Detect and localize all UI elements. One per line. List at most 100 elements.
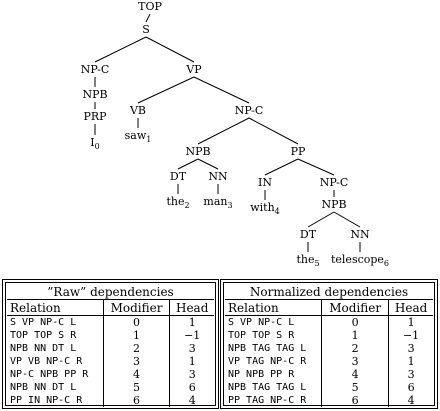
tree-edge	[145, 13, 151, 23]
raw-table-caption: ”Raw” dependencies	[7, 284, 214, 300]
raw-header-modifier: Modifier	[102, 299, 171, 316]
normalized-modifier-cell: 0	[321, 315, 390, 329]
normalized-row: NP NPB PP R 4 3	[225, 368, 433, 381]
normalized-head-cell: 1	[407, 355, 415, 368]
normalized-row: PP TAG NP-C R 6 4	[225, 394, 433, 407]
normalized-dependencies-table: Normalized dependencies Relation Modifie…	[220, 279, 438, 409]
tree-node-npb3: NPB	[321, 198, 346, 211]
raw-row: VP VB NP-C R 3 1	[7, 355, 214, 368]
raw-header-head: Head	[169, 299, 214, 316]
raw-relation-cell: TOP TOP S R	[10, 330, 77, 341]
tree-node-vp: VP	[185, 63, 202, 76]
normalized-relation-cell: S VP NP-C L	[228, 317, 295, 328]
tree-edge	[297, 158, 335, 176]
raw-head-cell: −1	[184, 329, 201, 342]
tree-edge	[197, 158, 219, 170]
raw-head-cell: 6	[188, 381, 196, 394]
normalized-relation-cell: TOP TOP S R	[228, 330, 295, 341]
raw-head-cell: 1	[188, 355, 196, 368]
normalized-relation-cell: NPB TAG TAG L	[228, 343, 307, 354]
normalized-head-cell: 3	[407, 368, 415, 381]
raw-modifier-cell: 0	[102, 315, 171, 329]
tree-node-tele: telescope6	[331, 253, 389, 268]
normalized-relation-cell: NP NPB PP R	[228, 369, 295, 380]
tree-edge	[177, 158, 199, 170]
normalized-row: TOP TOP S R 1 −1	[225, 329, 433, 342]
raw-row: NPB NN DT L 2 3	[7, 342, 214, 355]
tree-node-dt1: DT	[170, 170, 187, 183]
tree-edge	[197, 117, 250, 145]
normalized-modifier-cell: 2	[321, 342, 390, 355]
normalized-relation-cell: NPB TAG TAG L	[228, 382, 307, 393]
tree-node-s: S	[142, 23, 150, 36]
raw-modifier-cell: 3	[102, 355, 171, 368]
raw-modifier-cell: 6	[102, 394, 171, 407]
tree-edge	[145, 36, 195, 63]
raw-modifier-cell: 4	[102, 368, 171, 381]
raw-relation-cell: VP VB NP-C R	[10, 356, 83, 367]
tree-edge	[137, 76, 195, 104]
tree-edge	[193, 76, 250, 104]
normalized-relation-cell: VP TAG NP-C R	[228, 356, 307, 367]
normalized-head-cell: 3	[407, 342, 415, 355]
raw-head-cell: 3	[188, 342, 196, 355]
raw-row: NPB NN DT L 5 6	[7, 381, 214, 394]
raw-relation-cell: NPB NN DT L	[10, 382, 77, 393]
tree-node-vb: VB	[129, 104, 146, 117]
normalized-head-cell: 1	[407, 316, 415, 329]
tree-node-the5: the5	[296, 253, 319, 268]
tree-edge	[307, 211, 335, 228]
tree-node-the2: the2	[166, 195, 189, 210]
normalized-modifier-cell: 3	[321, 355, 390, 368]
normalized-header-modifier: Modifier	[321, 299, 390, 316]
raw-head-cell: 4	[188, 394, 196, 407]
tree-node-dt2: DT	[300, 228, 317, 241]
normalized-row: NPB TAG TAG L 2 3	[225, 342, 433, 355]
tree-node-pp: PP	[291, 145, 306, 158]
tree-node-npc1: NP-C	[81, 63, 110, 76]
tree-node-prp: PRP	[83, 110, 107, 123]
raw-relation-cell: NPB NN DT L	[10, 343, 77, 354]
normalized-relation-cell: PP TAG NP-C R	[228, 395, 307, 406]
normalized-modifier-cell: 6	[321, 394, 390, 407]
tree-node-npb1: NPB	[82, 88, 107, 101]
normalized-header-relation: Relation	[225, 299, 322, 316]
raw-relation-cell: PP IN NP-C R	[10, 395, 83, 406]
tree-edge	[248, 117, 299, 145]
raw-head-cell: 1	[188, 316, 196, 329]
normalized-header-head: Head	[388, 299, 433, 316]
tree-node-nn2: NN	[350, 228, 370, 241]
tree-node-top: TOP	[138, 0, 162, 13]
tree-node-saw: saw1	[125, 129, 152, 144]
raw-modifier-cell: 5	[102, 381, 171, 394]
tree-node-i: I0	[90, 136, 99, 151]
tree-node-in: IN	[258, 176, 272, 189]
normalized-row: VP TAG NP-C R 3 1	[225, 355, 433, 368]
raw-head-cell: 3	[188, 368, 196, 381]
raw-row: TOP TOP S R 1 −1	[7, 329, 214, 342]
normalized-modifier-cell: 1	[321, 329, 390, 342]
normalized-head-cell: 4	[407, 394, 415, 407]
raw-modifier-cell: 2	[102, 342, 171, 355]
tree-node-with: with4	[250, 201, 280, 216]
raw-relation-cell: NP-C NPB PP R	[10, 369, 89, 380]
tree-edge	[264, 158, 299, 176]
tree-node-npc2: NP-C	[235, 104, 264, 117]
raw-row: NP-C NPB PP R 4 3	[7, 368, 214, 381]
raw-row: PP IN NP-C R 6 4	[7, 394, 214, 407]
normalized-head-cell: −1	[402, 329, 420, 342]
tree-edge	[94, 36, 147, 63]
raw-modifier-cell: 1	[102, 329, 171, 342]
tree-node-man: man3	[203, 195, 232, 210]
raw-dependencies-table: ”Raw” dependencies Relation Modifier Hea…	[2, 279, 219, 409]
tree-edge	[333, 211, 361, 228]
normalized-head-cell: 6	[407, 381, 415, 394]
tree-node-npc3: NP-C	[320, 176, 349, 189]
normalized-modifier-cell: 4	[321, 368, 390, 381]
normalized-row: S VP NP-C L 0 1	[225, 315, 433, 329]
tree-node-nn1: NN	[208, 170, 228, 183]
